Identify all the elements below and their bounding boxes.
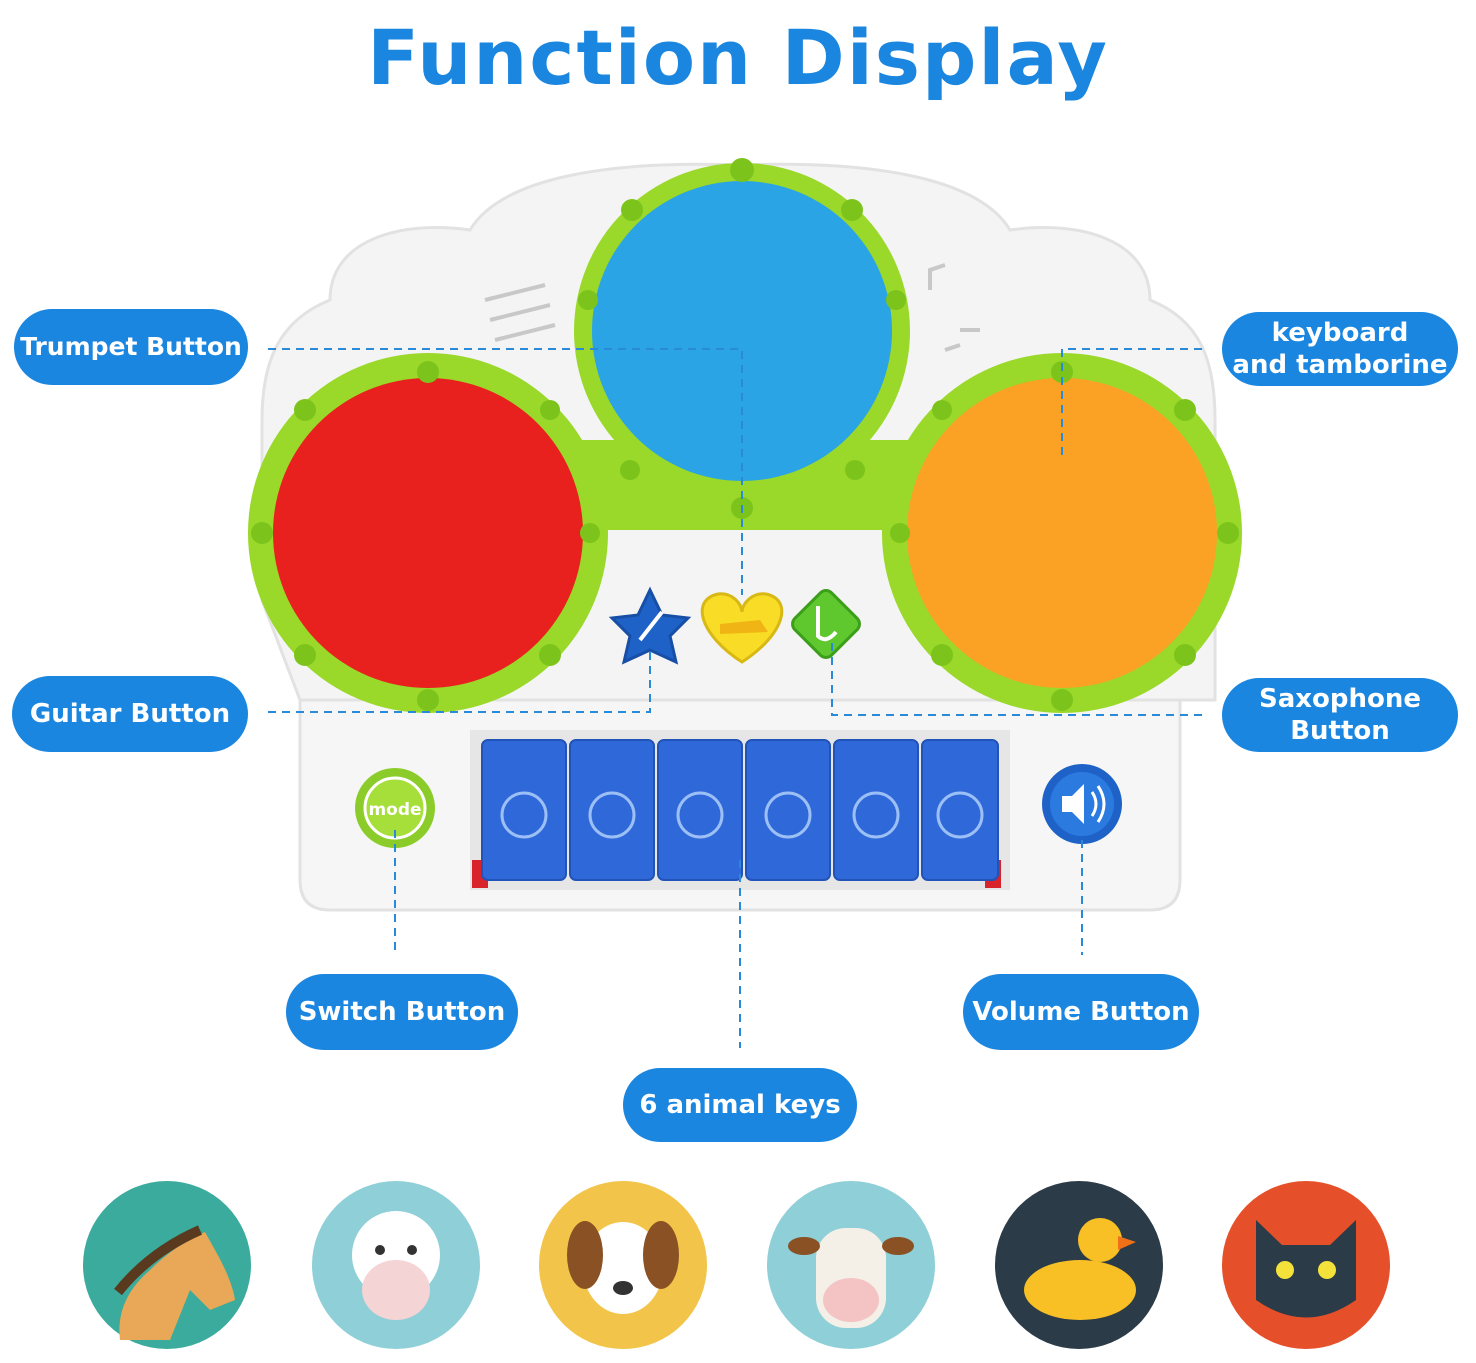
- mode-button[interactable]: mode: [355, 768, 435, 848]
- saxophone-icon: [816, 606, 838, 642]
- trumpet-icon: [720, 620, 768, 634]
- switch-button-label: Switch Button: [286, 974, 518, 1050]
- cat-icon: [1222, 1181, 1390, 1349]
- leader-lines: [268, 348, 1202, 1048]
- drum-pads: [273, 181, 1217, 688]
- orange-drum: [907, 378, 1217, 688]
- duck-icon: [995, 1181, 1163, 1349]
- page-title: Function Display: [367, 13, 1109, 102]
- guitar-icon: [638, 610, 664, 642]
- volume-button-label: Volume Button: [963, 974, 1199, 1050]
- dog-icon: [539, 1181, 707, 1349]
- cow-icon: [767, 1181, 935, 1349]
- mode-button-label: mode: [368, 800, 421, 820]
- sheep-icon: [312, 1181, 480, 1349]
- trumpet-button[interactable]: [700, 592, 784, 664]
- key-horse[interactable]: [481, 739, 567, 881]
- frame-studs: [251, 158, 1239, 711]
- saxophone-button[interactable]: [789, 587, 863, 661]
- volume-button[interactable]: [1042, 764, 1122, 844]
- animal-keys-label: 6 animal keys: [623, 1068, 857, 1142]
- key-duck[interactable]: [833, 739, 919, 881]
- key-sheep[interactable]: [569, 739, 655, 881]
- key-cow[interactable]: [745, 739, 831, 881]
- key-dog[interactable]: [657, 739, 743, 881]
- red-drum: [273, 378, 583, 688]
- animal-icons: [83, 1181, 1390, 1349]
- trumpet-button-label: Trumpet Button: [14, 309, 248, 385]
- guitar-button[interactable]: [608, 586, 692, 665]
- speaker-icon: [1062, 784, 1084, 824]
- guitar-button-label: Guitar Button: [12, 676, 248, 752]
- animal-keys: [481, 739, 999, 881]
- horse-icon: [83, 1181, 251, 1349]
- blue-drum: [592, 181, 892, 481]
- key-cat[interactable]: [921, 739, 999, 881]
- music-note-icons: [484, 263, 980, 352]
